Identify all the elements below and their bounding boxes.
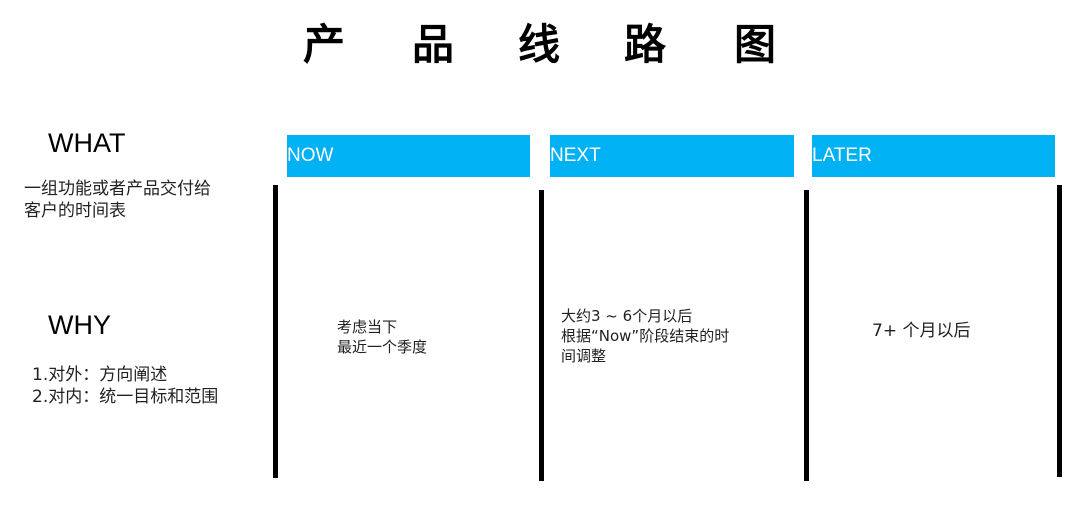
title-char: 线 [518,20,561,69]
divider-line [273,185,278,478]
column-header-next: NEXT [550,135,794,177]
why-line: 1.对外：方向阐述 [32,365,168,385]
why-description: 1.对外：方向阐述 2.对内：统一目标和范围 [32,364,218,408]
title-char: 产 [303,20,346,69]
content-line: 7+ 个月以后 [872,321,971,341]
what-heading: WHAT [48,128,126,158]
content-line: 考虑当下 [337,318,398,336]
title-char: 路 [624,20,667,69]
why-heading: WHY [48,310,111,340]
title-char: 品 [412,20,455,69]
content-line: 根据“Now”阶段结束的时 [561,327,730,345]
what-description: 一组功能或者产品交付给 客户的时间表 [24,178,211,222]
column-content-now: 考虑当下 最近一个季度 [337,317,427,357]
what-line: 一组功能或者产品交付给 [24,179,211,199]
what-line: 客户的时间表 [24,201,126,221]
why-line: 2.对内：统一目标和范围 [32,387,219,407]
column-header-later: LATER [812,135,1055,177]
content-line: 间调整 [561,347,607,365]
column-content-next: 大约3 ~ 6个月以后 根据“Now”阶段结束的时 间调整 [561,306,729,366]
column-header-now: NOW [287,135,530,177]
content-line: 大约3 ~ 6个月以后 [561,307,693,325]
divider-line [539,190,544,481]
title-char: 图 [734,20,777,69]
content-line: 最近一个季度 [337,338,428,356]
divider-line [804,190,809,481]
column-content-later: 7+ 个月以后 [872,321,970,341]
divider-line [1057,185,1062,477]
